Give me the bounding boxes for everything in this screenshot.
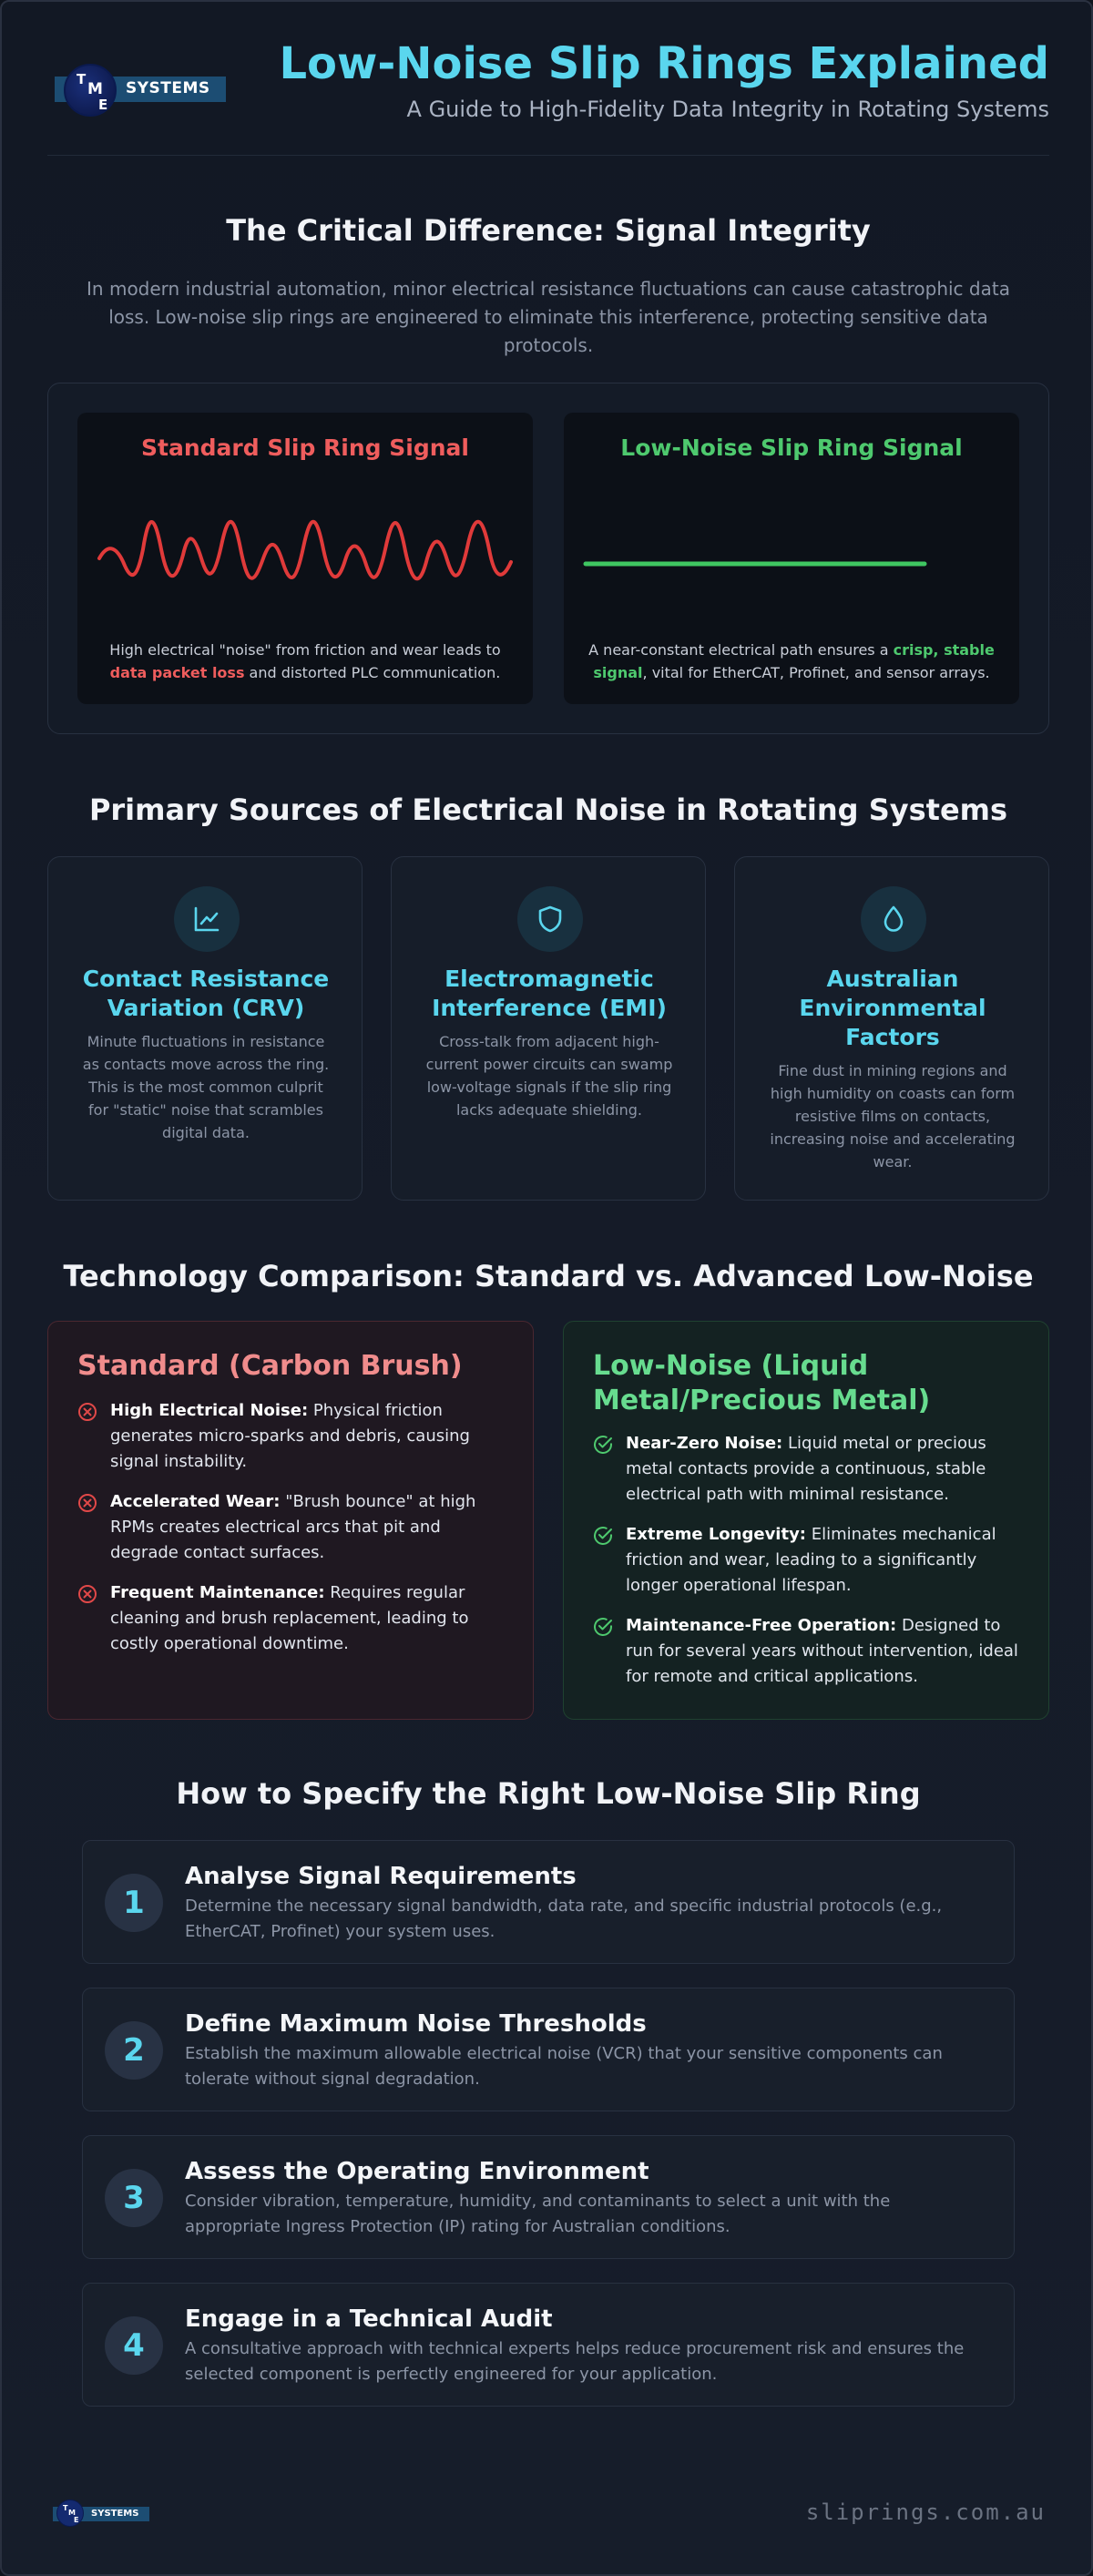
standard-item-text: High Electrical Noise: Physical friction… [110, 1398, 511, 1475]
low-noise-signal-title: Low-Noise Slip Ring Signal [620, 434, 963, 461]
flat-waveform [583, 561, 927, 567]
footer-url[interactable]: sliprings.com.au [805, 2499, 1046, 2525]
check-circle-icon [594, 1436, 612, 1454]
standard-item-body: Requires regular cleaning and brush repl… [110, 1583, 469, 1653]
step-desc: A consultative approach with technical e… [185, 2339, 965, 2384]
droplet-icon [861, 886, 926, 952]
step-number: 3 [105, 2169, 163, 2227]
footer-logo-text: SYSTEMS [91, 2509, 139, 2519]
low-noise-signal-desc: A near-constant electrical path ensures … [582, 639, 1001, 684]
logo-letter-e: E [98, 97, 108, 113]
low-noise-item-body: Liquid metal or precious metal contacts … [626, 1434, 986, 1504]
standard-desc-after: and distorted PLC communication. [244, 664, 501, 681]
step-card: 1 Analyse Signal Requirements Determine … [82, 1840, 1015, 1964]
header: SYSTEMS T M E Low-Noise Slip Rings Expla… [47, 38, 1049, 157]
line-chart-icon [174, 886, 240, 952]
low-noise-desc-before: A near-constant electrical path ensures … [588, 641, 894, 659]
source-desc-environment: Fine dust in mining regions and high hum… [770, 1062, 1016, 1170]
page-title: Low-Noise Slip Rings Explained [279, 38, 1049, 89]
footer-logo-badge: T M E [56, 2499, 84, 2527]
low-noise-item-label: Near-Zero Noise: [626, 1434, 783, 1453]
check-circle-icon [594, 1618, 612, 1636]
low-noise-item-label: Extreme Longevity: [626, 1525, 807, 1544]
signal-heading: The Critical Difference: Signal Integrit… [226, 213, 871, 248]
step-title: Analyse Signal Requirements [185, 1863, 577, 1890]
standard-comparison-title: Standard (Carbon Brush) [77, 1350, 463, 1382]
standard-item-label: Frequent Maintenance: [110, 1583, 325, 1602]
logo-text: SYSTEMS [126, 79, 210, 97]
standard-item-body: Physical friction generates micro-sparks… [110, 1401, 470, 1471]
source-title-emi: Electromagnetic Interference (EMI) [432, 966, 667, 1021]
check-circle-icon [594, 1527, 612, 1545]
standard-comparison-card: Standard (Carbon Brush) High Electrical … [47, 1321, 534, 1720]
standard-item-label: High Electrical Noise: [110, 1401, 309, 1420]
x-circle-icon [78, 1494, 97, 1512]
footer-logo-letter-m: M [68, 2509, 76, 2517]
low-noise-desc-after: , vital for EtherCAT, Profinet, and sens… [642, 664, 990, 681]
low-noise-item-label: Maintenance-Free Operation: [626, 1616, 897, 1635]
low-noise-item-text: Near-Zero Noise: Liquid metal or preciou… [626, 1431, 1027, 1508]
standard-desc-before: High electrical "noise" from friction an… [109, 641, 501, 659]
page-subtitle: A Guide to High-Fidelity Data Integrity … [406, 97, 1049, 122]
signal-panel: Standard Slip Ring Signal High electrica… [47, 383, 1049, 734]
low-noise-item-text: Maintenance-Free Operation: Designed to … [626, 1613, 1027, 1690]
step-desc: Consider vibration, temperature, humidit… [185, 2192, 891, 2236]
step-title: Engage in a Technical Audit [185, 2305, 553, 2333]
steps-heading: How to Specify the Right Low-Noise Slip … [176, 1776, 921, 1811]
header-divider [47, 155, 1049, 156]
footer-logo-letter-e: E [74, 2516, 79, 2524]
source-card-crv: Contact Resistance Variation (CRV) Minut… [47, 856, 363, 1201]
standard-item-label: Accelerated Wear: [110, 1492, 281, 1511]
source-card-emi: Electromagnetic Interference (EMI) Cross… [391, 856, 706, 1201]
standard-item-text: Frequent Maintenance: Requires regular c… [110, 1580, 511, 1657]
low-noise-desc-highlight: crisp, stable signal [593, 641, 995, 681]
noisy-wave-line [97, 519, 513, 581]
low-noise-item-body: Eliminates mechanical friction and wear,… [626, 1525, 996, 1595]
source-title-environment: Australian Environmental Factors [799, 966, 986, 1050]
step-desc: Determine the necessary signal bandwidth… [185, 1896, 943, 1941]
step-number: 2 [105, 2021, 163, 2080]
low-noise-item-text: Extreme Longevity: Eliminates mechanical… [626, 1522, 1027, 1599]
step-number: 1 [105, 1874, 163, 1932]
source-desc-emi: Cross-talk from adjacent high-current po… [425, 1033, 673, 1119]
source-title-crv: Contact Resistance Variation (CRV) [82, 966, 330, 1021]
standard-signal-title: Standard Slip Ring Signal [141, 434, 469, 461]
low-noise-comparison-card: Low-Noise (Liquid Metal/Precious Metal) … [563, 1321, 1049, 1720]
tme-logo: SYSTEMS T M E [55, 62, 273, 117]
step-number: 4 [105, 2316, 163, 2375]
logo-letter-m: M [87, 80, 103, 98]
footer-logo: SYSTEMS T M E [53, 2499, 153, 2527]
low-noise-signal-card: Low-Noise Slip Ring Signal A near-consta… [564, 413, 1019, 704]
step-card: 3 Assess the Operating Environment Consi… [82, 2135, 1015, 2259]
step-title: Assess the Operating Environment [185, 2158, 649, 2185]
low-noise-comparison-title: Low-Noise (Liquid Metal/Precious Metal) [593, 1350, 931, 1416]
step-card: 4 Engage in a Technical Audit A consulta… [82, 2283, 1015, 2407]
step-desc: Establish the maximum allowable electric… [185, 2044, 943, 2089]
step-card: 2 Define Maximum Noise Thresholds Establ… [82, 1988, 1015, 2111]
footer-logo-letter-t: T [63, 2504, 68, 2512]
standard-item-body: "Brush bounce" at high RPMs creates elec… [110, 1492, 476, 1562]
signal-intro: In modern industrial automation, minor e… [87, 278, 1010, 356]
standard-desc-highlight: data packet loss [109, 664, 245, 681]
standard-signal-card: Standard Slip Ring Signal High electrica… [77, 413, 533, 704]
comparison-heading: Technology Comparison: Standard vs. Adva… [63, 1259, 1034, 1293]
source-card-environment: Australian Environmental Factors Fine du… [734, 856, 1049, 1201]
x-circle-icon [78, 1585, 97, 1603]
shield-icon [517, 886, 583, 952]
source-desc-crv: Minute fluctuations in resistance as con… [82, 1033, 330, 1141]
noisy-waveform [97, 519, 513, 581]
logo-letter-t: T [77, 71, 87, 87]
standard-signal-desc: High electrical "noise" from friction an… [96, 639, 515, 684]
low-noise-item-body: Designed to run for several years withou… [626, 1616, 1018, 1686]
x-circle-icon [78, 1403, 97, 1421]
logo-badge: T M E [64, 64, 117, 117]
step-title: Define Maximum Noise Thresholds [185, 2010, 647, 2038]
sources-heading: Primary Sources of Electrical Noise in R… [88, 792, 1008, 827]
standard-item-text: Accelerated Wear: "Brush bounce" at high… [110, 1489, 511, 1566]
